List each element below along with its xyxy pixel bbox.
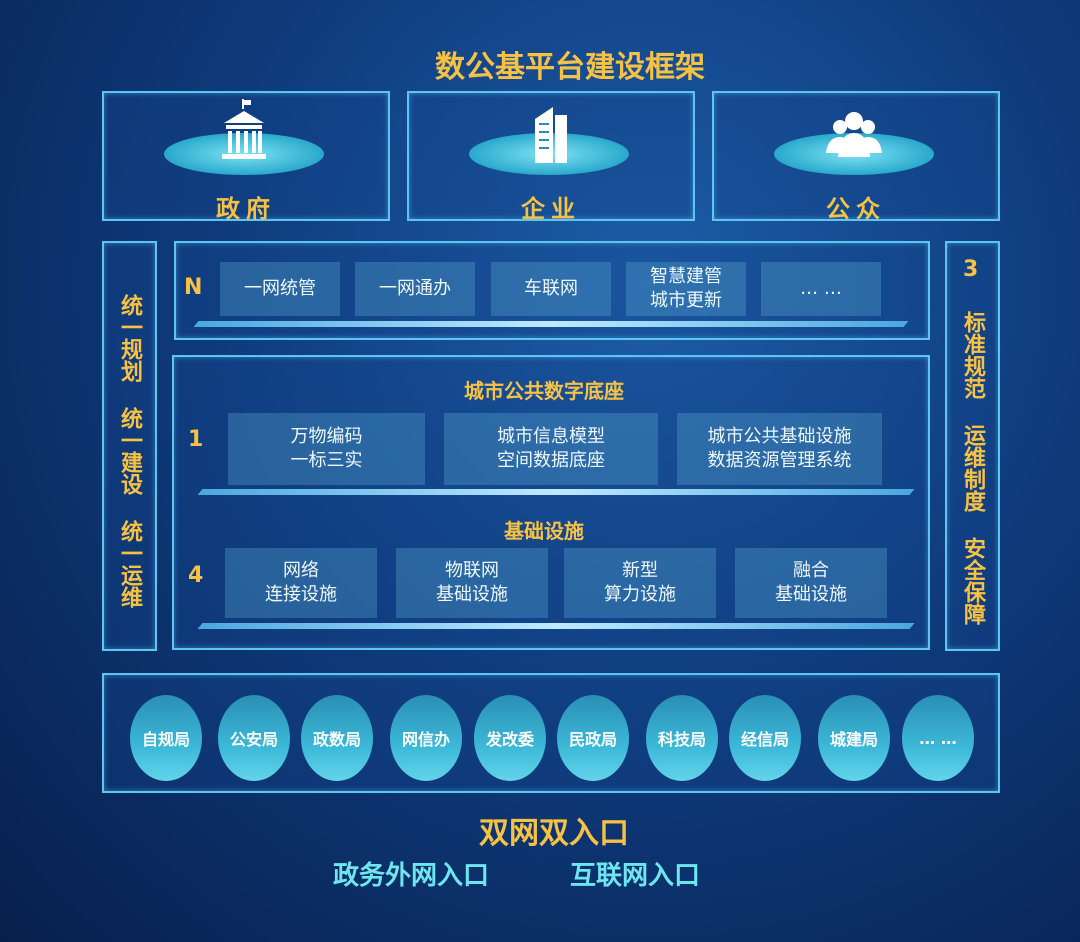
departments-panel: 自规局 公安局 政数局 网信办 发改委 民政局 科技局 经信局 城建局 … …	[102, 673, 1000, 793]
right-number: 3	[963, 257, 979, 282]
platform-number: 1	[188, 427, 204, 452]
platform-card: 城市信息模型 空间数据底座	[444, 413, 658, 485]
app-card: … …	[761, 262, 881, 316]
department-item: 科技局	[646, 695, 718, 781]
department-item: 城建局	[818, 695, 890, 781]
people-group-icon	[826, 112, 882, 157]
layer-base	[197, 489, 915, 495]
left-principles-panel: 统一规划 统一建设 统一运维	[102, 241, 157, 651]
department-item: 民政局	[557, 695, 629, 781]
applications-layer: N 一网统管 一网通办 车联网 智慧建管 城市更新 … …	[174, 241, 930, 340]
app-card: 一网通办	[355, 262, 475, 316]
right-standards-text: 标准规范 运维制度 安全保障	[960, 311, 985, 625]
digital-foundation-layer: 城市公共数字底座 1 万物编码 一标三实 城市信息模型 空间数据底座 城市公共基…	[172, 355, 930, 650]
top-box-public: 公众	[712, 91, 1000, 223]
apps-number: N	[184, 275, 203, 300]
department-item: 自规局	[130, 695, 202, 781]
entry-internet: 互联网入口	[570, 861, 701, 891]
infra-card: 网络 连接设施	[225, 548, 377, 618]
top-box-government: 政府	[102, 91, 390, 223]
app-card: 一网统管	[220, 262, 340, 316]
layer-base	[197, 623, 915, 629]
infra-card: 新型 算力设施	[564, 548, 716, 618]
layer-base	[193, 321, 909, 327]
entry-gov-extranet: 政务外网入口	[333, 861, 490, 891]
label-enterprise: 企业	[521, 195, 581, 223]
office-tower-icon	[535, 107, 567, 163]
left-principles-text: 统一规划 统一建设 统一运维	[117, 294, 142, 608]
department-item: 经信局	[729, 695, 801, 781]
top-box-enterprise: 企业	[407, 91, 695, 223]
entry-title: 双网双入口	[479, 816, 629, 851]
infra-card: 物联网 基础设施	[396, 548, 548, 618]
app-card: 车联网	[491, 262, 611, 316]
label-government: 政府	[216, 195, 276, 223]
label-public: 公众	[826, 195, 886, 223]
app-card: 智慧建管 城市更新	[626, 262, 746, 316]
page-title: 数公基平台建设框架	[435, 50, 705, 85]
platform-card: 城市公共基础设施 数据资源管理系统	[677, 413, 882, 485]
platform-title: 城市公共数字底座	[464, 379, 624, 403]
government-building-icon	[222, 99, 266, 159]
department-item: 网信办	[390, 695, 462, 781]
infra-number: 4	[188, 563, 204, 588]
department-item: 发改委	[474, 695, 546, 781]
department-item: 公安局	[218, 695, 290, 781]
department-item: 政数局	[301, 695, 373, 781]
platform-card: 万物编码 一标三实	[228, 413, 425, 485]
department-item: … …	[902, 695, 974, 781]
infra-card: 融合 基础设施	[735, 548, 887, 618]
infra-title: 基础设施	[504, 519, 584, 543]
right-standards-panel: 3 标准规范 运维制度 安全保障	[945, 241, 1000, 651]
